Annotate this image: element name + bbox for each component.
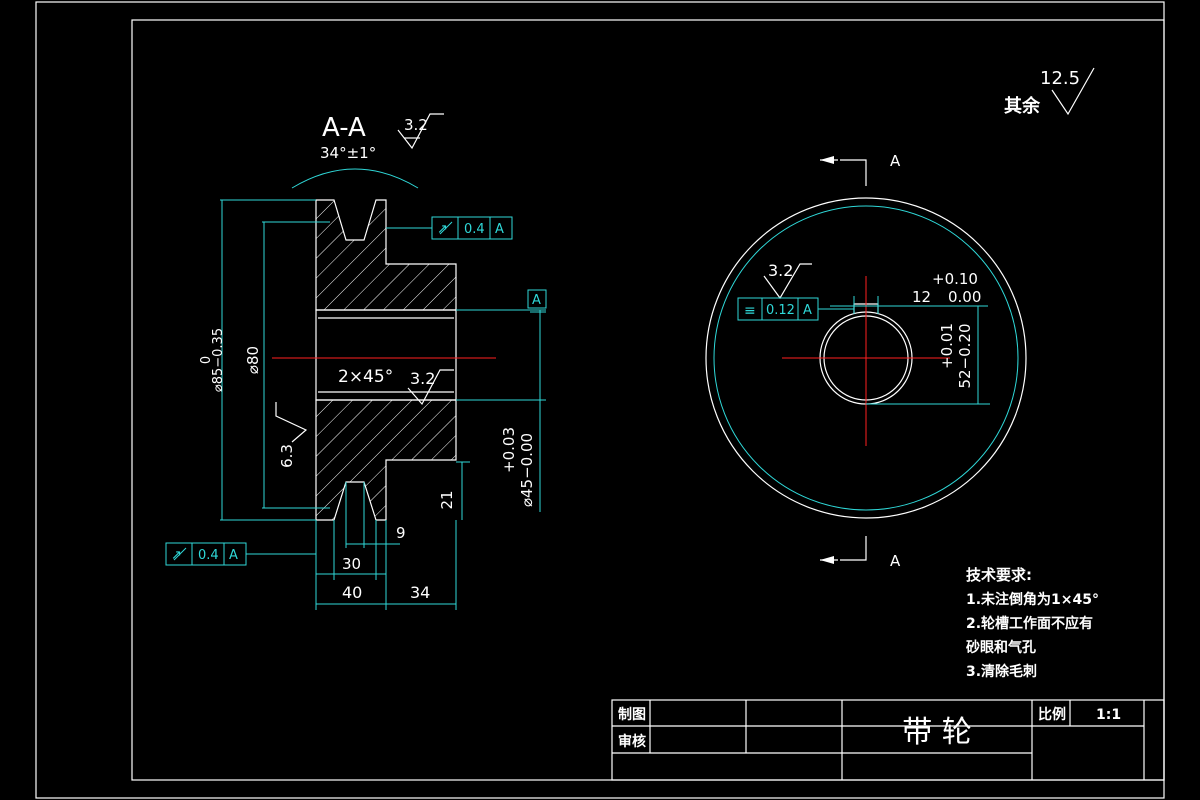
section-cut-bottom — [840, 536, 867, 561]
bore-upper-tol: +0.03 — [500, 427, 518, 473]
bore-dia-text: ⌀45−0.00 — [518, 433, 536, 507]
bore-outline — [315, 309, 457, 401]
scale-label: 比例 — [1038, 706, 1066, 723]
outer-circle — [705, 197, 1027, 519]
roughness-keyway-symbol — [763, 263, 812, 300]
chamfer-text: 2×45° — [338, 367, 393, 387]
roughness-groove-symbol — [397, 113, 444, 150]
section-view — [165, 113, 547, 610]
front-view — [705, 67, 1095, 564]
runout-top-value: 0.4 — [464, 222, 485, 237]
notes-heading: 技术要求: — [966, 566, 1032, 584]
pitch-dia-text: ⌀80 — [244, 346, 262, 374]
section-mark-bottom: A — [890, 552, 901, 570]
datum-box — [527, 289, 547, 309]
scale-value: 1:1 — [1096, 707, 1121, 723]
bore-roughness-text: 3.2 — [410, 369, 435, 388]
dim-30-text: 30 — [342, 555, 361, 573]
keyway-roughness-text: 3.2 — [768, 261, 793, 280]
section-label: A-A — [322, 113, 366, 143]
roughness-face-symbol — [275, 402, 308, 443]
symmetry-symbol-icon: ≡ — [744, 303, 756, 319]
dim-34-text: 34 — [410, 583, 430, 602]
key-width-text: 12 — [912, 288, 931, 306]
checked-label: 审核 — [618, 733, 646, 750]
key-depth-upper-tol: +0.01 — [938, 323, 956, 369]
roughness-general-symbol — [1051, 67, 1095, 116]
face-roughness-text: 6.3 — [278, 444, 296, 468]
runout-bottom-value: 0.4 — [198, 548, 219, 563]
section-lower-hatch — [315, 399, 457, 521]
runout-top-frame — [431, 216, 513, 240]
notes-item-1: 1.未注倒角为1×45° — [966, 591, 1099, 608]
groove-roughness-text: 3.2 — [404, 116, 428, 134]
outer-dia-upper-tol: 0 — [199, 356, 214, 364]
general-roughness-prefix: 其余 — [1004, 95, 1041, 117]
outer-dia-text: ⌀85−0.35 — [211, 328, 226, 392]
title-block — [611, 699, 1165, 781]
runout-bottom-symbol-icon: ↗ — [171, 548, 182, 563]
dim-21-text: 21 — [438, 490, 456, 509]
key-depth-text: 52−0.20 — [956, 323, 974, 388]
dim-40-text: 40 — [342, 583, 362, 602]
section-cut-top — [840, 159, 867, 186]
drawn-label: 制图 — [618, 706, 646, 723]
groove-angle-arc — [291, 168, 419, 189]
notes-item-3: 砂眼和气孔 — [965, 639, 1036, 656]
symmetry-value: 0.12 — [766, 303, 795, 318]
roughness-bore-symbol — [407, 369, 454, 406]
runout-bottom-datum: A — [229, 548, 238, 563]
key-width-upper-tol: +0.10 — [932, 270, 978, 288]
dim-9-text: 9 — [396, 524, 406, 542]
key-width-lower-tol: 0.00 — [948, 288, 981, 306]
groove-angle-text: 34°±1° — [320, 144, 376, 162]
general-roughness-text: 12.5 — [1040, 68, 1080, 89]
section-mark-top: A — [890, 152, 901, 170]
drawing-title: 带 轮 — [902, 715, 972, 750]
notes-item-2: 2.轮槽工作面不应有 — [966, 615, 1093, 632]
notes-item-4: 3.清除毛刺 — [966, 663, 1037, 680]
pitch-circle — [713, 205, 1019, 511]
symmetry-datum: A — [803, 303, 812, 318]
datum-letter: A — [532, 293, 541, 308]
runout-bottom-frame — [165, 542, 247, 566]
runout-top-symbol-icon: ↗ — [437, 222, 448, 237]
runout-top-datum: A — [495, 222, 504, 237]
